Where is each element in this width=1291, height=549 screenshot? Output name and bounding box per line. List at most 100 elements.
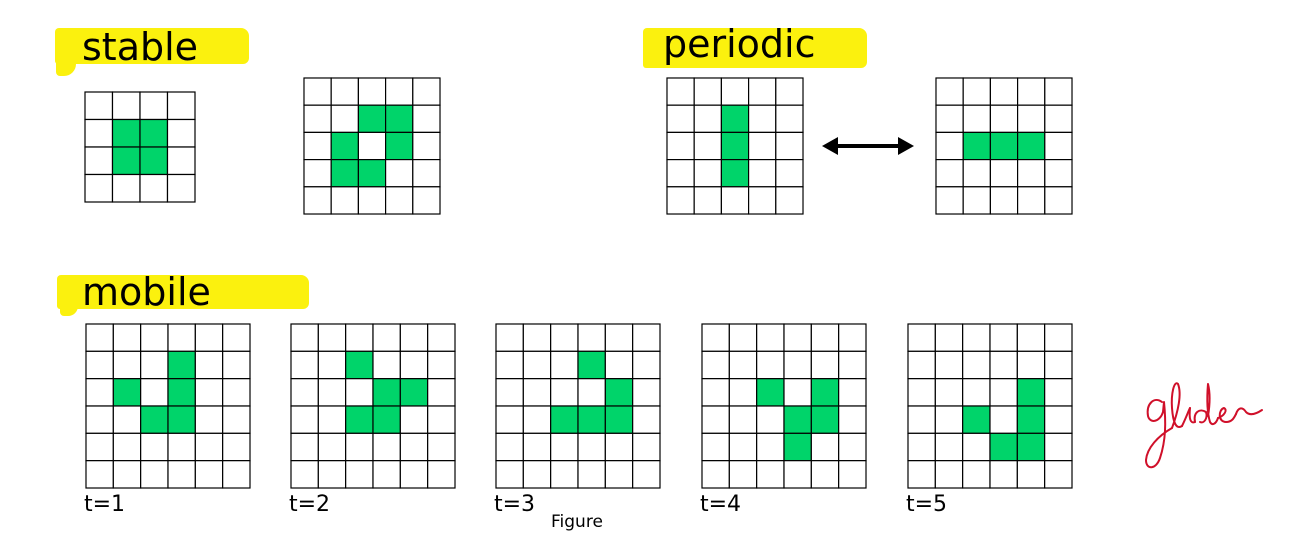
alive-cell <box>1016 378 1046 407</box>
double-headed-arrow-icon <box>822 137 914 155</box>
dead-cell <box>112 460 142 489</box>
mobile-grid-t5 <box>907 323 1073 489</box>
dead-cell <box>140 323 169 352</box>
dead-cell <box>632 432 661 462</box>
dead-cell <box>1017 159 1046 188</box>
alive-cell <box>1017 131 1046 161</box>
alive-cell <box>167 350 196 380</box>
periodic-heading: periodic <box>663 22 816 66</box>
dead-cell <box>290 323 319 352</box>
alive-cell <box>345 405 374 434</box>
dead-cell <box>357 77 387 106</box>
dead-cell <box>303 104 332 133</box>
dead-cell <box>372 323 401 352</box>
dead-cell <box>632 378 661 407</box>
dead-cell <box>427 323 456 352</box>
dead-cell <box>167 432 196 462</box>
dead-cell <box>345 432 374 462</box>
dead-cell <box>139 91 169 121</box>
dead-cell <box>989 378 1018 407</box>
dead-cell <box>632 350 661 380</box>
mobile-grid-t1 <box>85 323 251 489</box>
dead-cell <box>962 432 991 462</box>
dead-cell <box>495 350 524 380</box>
time-label-t3: t=3 <box>494 492 536 517</box>
alive-cell <box>810 405 840 434</box>
dead-cell <box>290 350 319 380</box>
alive-cell <box>810 378 840 407</box>
dead-cell <box>303 159 332 188</box>
dead-cell <box>666 104 695 133</box>
stable-heading: stable <box>82 25 199 69</box>
mobile-heading: mobile <box>82 270 211 314</box>
alive-cell <box>357 159 387 188</box>
dead-cell <box>317 350 347 380</box>
dead-cell <box>303 77 332 106</box>
dead-cell <box>85 323 114 352</box>
dead-cell <box>838 378 867 407</box>
dead-cell <box>357 131 387 161</box>
dead-cell <box>775 159 804 188</box>
dead-cell <box>1017 104 1046 133</box>
dead-cell <box>962 159 991 188</box>
dead-cell <box>139 173 169 203</box>
dead-cell <box>838 460 867 489</box>
stable-grid-block <box>84 91 196 203</box>
stable-highlight <box>55 28 249 64</box>
time-label-t4: t=4 <box>700 492 742 517</box>
dead-cell <box>522 350 552 380</box>
time-label-t1: t=1 <box>84 492 126 517</box>
dead-cell <box>290 432 319 462</box>
dead-cell <box>604 323 634 352</box>
dead-cell <box>84 118 114 148</box>
dead-cell <box>330 77 359 106</box>
dead-cell <box>783 350 812 380</box>
dead-cell <box>522 432 552 462</box>
dead-cell <box>412 159 441 188</box>
dead-cell <box>989 323 1018 352</box>
dead-cell <box>907 323 936 352</box>
time-label-t2: t=2 <box>289 492 331 517</box>
dead-cell <box>775 104 804 133</box>
alive-cell <box>167 405 196 434</box>
dead-cell <box>385 186 414 215</box>
dead-cell <box>701 350 730 380</box>
dead-cell <box>1016 323 1046 352</box>
alive-cell <box>720 159 750 188</box>
dead-cell <box>222 460 251 489</box>
alive-cell <box>577 350 606 380</box>
dead-cell <box>84 91 114 121</box>
dead-cell <box>748 104 777 133</box>
alive-cell <box>604 405 634 434</box>
alive-cell <box>989 432 1018 462</box>
dead-cell <box>166 146 196 176</box>
dead-cell <box>550 323 579 352</box>
dead-cell <box>412 104 441 133</box>
dead-cell <box>330 186 359 215</box>
alive-cell <box>385 131 414 161</box>
dead-cell <box>989 104 1019 133</box>
dead-cell <box>112 405 142 434</box>
dead-cell <box>1044 186 1073 215</box>
dead-cell <box>962 323 991 352</box>
dead-cell <box>666 186 695 215</box>
periodic-grid-horizontal <box>935 77 1073 215</box>
dead-cell <box>783 323 812 352</box>
dead-cell <box>907 378 936 407</box>
dead-cell <box>399 432 429 462</box>
dead-cell <box>550 432 579 462</box>
dead-cell <box>907 350 936 380</box>
dead-cell <box>962 186 991 215</box>
alive-cell <box>330 131 359 161</box>
alive-cell <box>357 104 387 133</box>
dead-cell <box>427 460 456 489</box>
dead-cell <box>989 159 1019 188</box>
dead-cell <box>317 432 347 462</box>
dead-cell <box>399 350 429 380</box>
dead-cell <box>756 405 785 434</box>
alive-cell <box>111 146 141 176</box>
alive-cell <box>399 378 429 407</box>
dead-cell <box>693 186 722 215</box>
alive-cell <box>962 405 991 434</box>
dead-cell <box>810 323 840 352</box>
